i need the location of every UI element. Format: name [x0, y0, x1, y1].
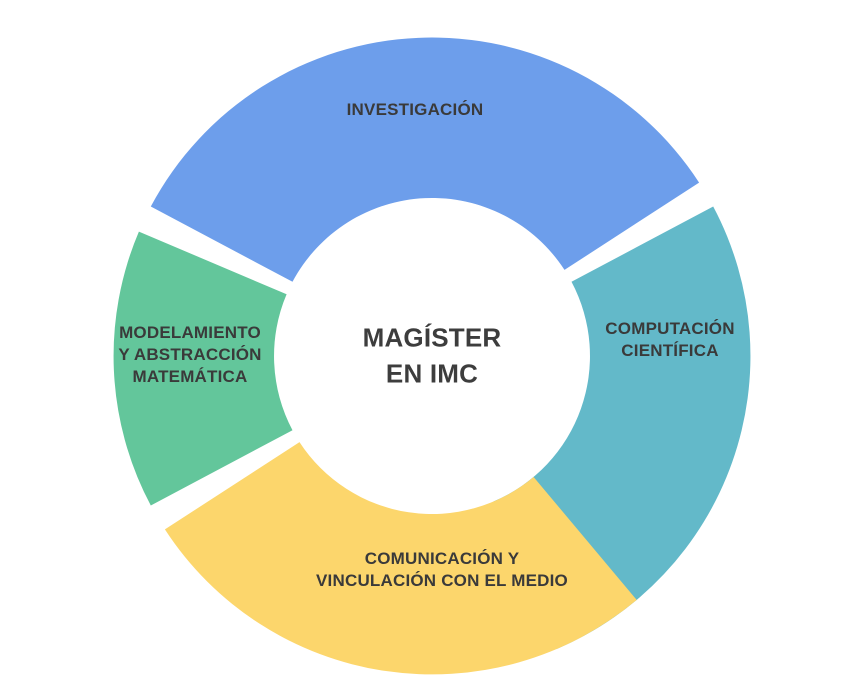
label-comunicacion: COMUNICACIÓN Y VINCULACIÓN CON EL MEDIO [316, 548, 568, 592]
label-comunicacion-line1: COMUNICACIÓN Y [364, 548, 520, 568]
center-title: MAGÍSTER EN IMC [363, 320, 502, 393]
segment-comunicacion [164, 442, 637, 675]
label-modelamiento-line3: MATEMÁTICA [132, 367, 248, 387]
label-modelamiento: MODELAMIENTO Y ABSTRACCIÓN MATEMÁTICA [118, 322, 261, 388]
label-modelamiento-line2: Y ABSTRACCIÓN [118, 344, 262, 364]
center-title-line2: EN IMC [385, 359, 479, 389]
label-computacion-line2: CIENTÍFICA [621, 341, 719, 360]
segment-investigacion [150, 37, 700, 282]
label-computacion: COMPUTACIÓN CIENTÍFICA [605, 318, 734, 362]
label-modelamiento-line1: MODELAMIENTO [119, 322, 261, 342]
center-title-line1: MAGÍSTER [362, 322, 502, 353]
label-comunicacion-line2: VINCULACIÓN CON EL MEDIO [316, 571, 568, 590]
label-investigacion: INVESTIGACIÓN [347, 99, 484, 121]
center-circle [290, 214, 574, 498]
label-computacion-line1: COMPUTACIÓN [605, 318, 735, 338]
label-investigacion-line1: INVESTIGACIÓN [346, 99, 484, 119]
segment-modelamiento [113, 231, 293, 506]
